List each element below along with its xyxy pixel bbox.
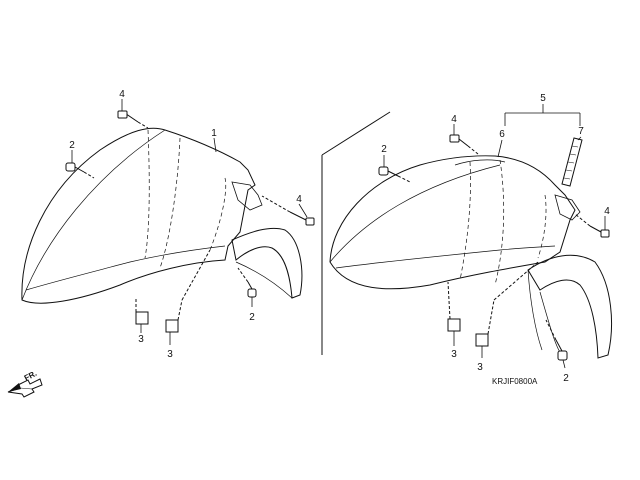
bolt-top-right [449,134,479,155]
front-fender-left [21,127,303,304]
clip-b-right [475,261,539,347]
callout-left-bolt-top: 4 [119,89,125,100]
screw-bottom-right [545,319,568,361]
clip-a-left [135,298,149,325]
leaders-left [71,99,308,345]
callout-right-group: 5 [540,93,546,104]
leaders-right [383,104,606,369]
bolt-top-left [117,110,149,129]
screw-left-right [378,166,411,183]
clip-b-left [165,249,211,333]
callout-left-bolt-right: 4 [296,194,302,205]
callout-right-screw-left: 2 [381,144,387,155]
clip-a-right [447,281,461,332]
divider [321,111,391,355]
callout-right-emblem: 7 [578,126,584,137]
callout-left-clip-b: 3 [167,349,173,360]
callout-left-screw-left: 2 [69,140,75,151]
callout-left-screw-bottom: 2 [249,312,255,323]
front-fender-right [329,155,612,359]
emblem-right [561,137,583,187]
bolt-right-left [261,195,315,226]
callout-right-bolt-right: 4 [604,206,610,217]
callout-right-bolt-top: 4 [451,114,457,125]
callout-right-clip-b: 3 [477,362,483,373]
screw-bottom-left [237,267,257,298]
callout-right-clip-a: 3 [451,349,457,360]
front-direction-arrow-icon [7,378,43,398]
callout-left-clip-a: 3 [138,334,144,345]
callout-left-fender: 1 [211,128,217,139]
screw-left-left [65,162,95,179]
diagram-code: KRJIF0800A [492,377,538,386]
bolt-right-right [574,213,610,238]
callout-right-screw-bottom: 2 [563,373,569,384]
callout-right-fender: 6 [499,129,505,140]
